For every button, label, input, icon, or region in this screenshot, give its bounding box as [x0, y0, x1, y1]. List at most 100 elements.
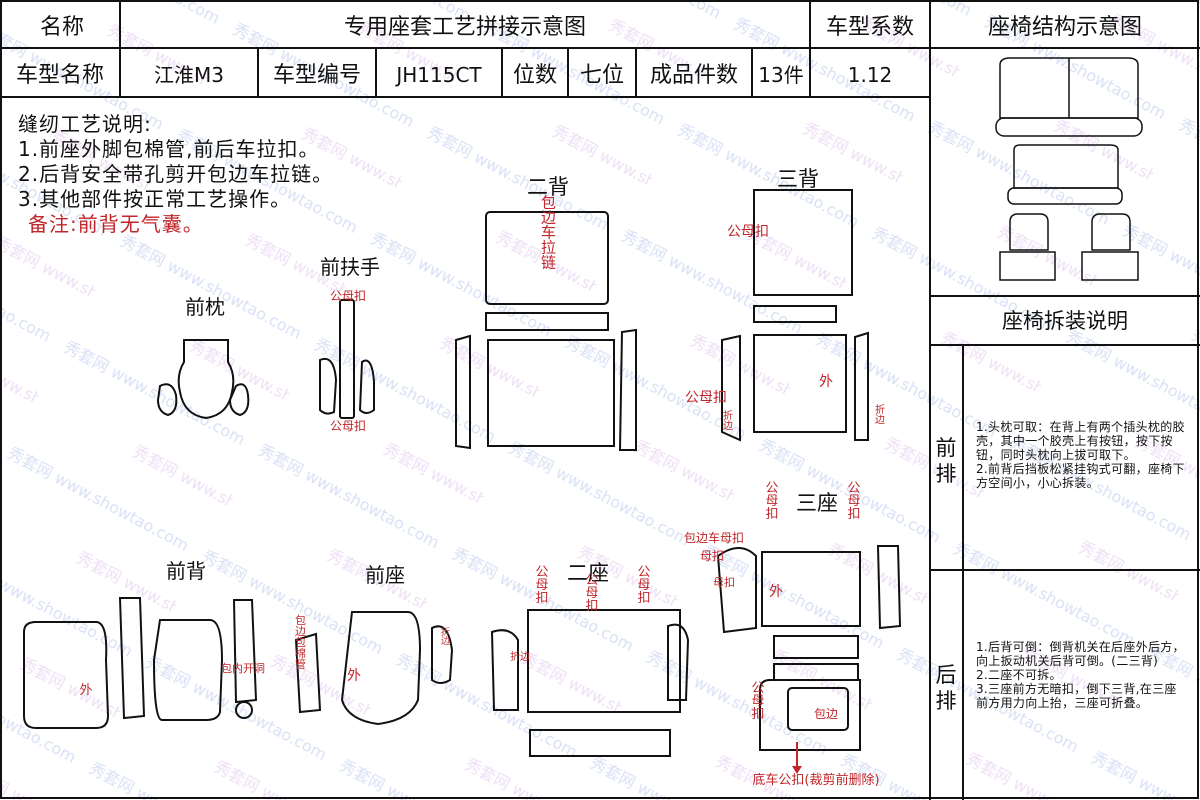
third-back-strip [753, 305, 837, 323]
annot-third-seat-binding: 包边 [814, 707, 838, 721]
front-headrest-main [177, 339, 235, 420]
part-front-seat: 前座 [365, 563, 405, 587]
front-back-side-left [118, 597, 146, 720]
front-headrest-side-left [156, 383, 178, 417]
annot-second-seat-buckle-3: 公母扣 [635, 565, 651, 604]
sewing-note-1: 1.前座外脚包棉管,前后车拉扣。 [18, 137, 320, 161]
front-armrest-strip [339, 299, 355, 419]
annot-third-seat-female-buckle-2: 母扣 [713, 575, 735, 589]
annot-second-seat-buckle-2: 公母扣 [583, 573, 599, 612]
second-seat-right [667, 623, 690, 701]
disassembly-title: 座椅拆装说明 [1002, 309, 1128, 333]
second-back-panel [485, 211, 609, 305]
annot-front-back-outer: 外 [79, 683, 92, 698]
seats-label: 位数 [513, 63, 557, 88]
rear-row-label-2: 排 [936, 689, 957, 713]
part-third-seat: 三座 [796, 491, 838, 515]
front-headrest-side-right [228, 383, 250, 417]
seats-value: 七位 [580, 63, 624, 88]
second-seat-strip [529, 729, 671, 757]
second-back-left-side [455, 334, 471, 450]
third-seat-right-piece [876, 545, 902, 630]
front-row-label-2: 排 [936, 462, 957, 486]
part-second-back: 二背 [527, 175, 569, 199]
annot-front-seat-outer: 外 [347, 668, 361, 684]
third-back-left-side [721, 334, 741, 442]
rear-row-label-1: 后 [936, 663, 957, 687]
second-seat-left [490, 629, 519, 711]
front-back-hole [235, 701, 253, 719]
third-back-right-side [854, 331, 869, 441]
front-back-outer [23, 621, 110, 729]
third-seat-left-curve [716, 547, 757, 634]
pieces-value: 13件 [758, 63, 803, 87]
front-row-instructions: 1.头枕可取：在背上有两个插头枕的胶壳，其中一个胶壳上有按钮，按下按钮，同时头枕… [976, 420, 1185, 490]
sewing-notes: 缝纫工艺说明: 1.前座外脚包棉管,前后车拉扣。 2.后背安全带孔剪开包边车拉链… [18, 112, 333, 237]
pieces-label: 成品件数 [650, 63, 738, 88]
seat-structure-sketch [995, 57, 1143, 281]
annot-third-seat-female-buckle-1: 母扣 [700, 549, 724, 563]
third-seat-panel [761, 551, 861, 627]
part-front-back: 前背 [166, 559, 206, 583]
sewing-note-3: 3.其他部件按正常工艺操作。 [18, 187, 292, 211]
sewing-note-remark: 备注:前背无气囊。 [28, 212, 204, 236]
part-front-armrest: 前扶手 [320, 255, 380, 279]
annot-third-back-outer: 外 [819, 374, 833, 390]
annot-front-seat-binding: 包边包棉管 [294, 614, 307, 670]
part-second-seat: 二座 [567, 561, 609, 585]
annot-third-back-buckle: 公母扣 [727, 224, 769, 240]
annot-second-back-zipper: 包边车拉链 [539, 195, 557, 270]
third-seat-inner [787, 687, 849, 731]
second-back-strip [485, 312, 609, 331]
front-back-side-right [232, 599, 258, 704]
annot-bottom-buckle: 底车公扣(裁剪前删除) [752, 772, 879, 788]
annot-third-back-side-buckle: 公母扣 [685, 390, 727, 406]
front-armrest-right [358, 359, 375, 414]
sewing-note-2: 2.后背安全带孔剪开包边车拉链。 [18, 162, 334, 186]
model-code: JH115CT [394, 63, 482, 87]
third-back-main [753, 334, 847, 433]
annot-armrest-top-buckle: 公母扣 [330, 289, 366, 303]
doc-title: 专用座套工艺拼接示意图 [344, 15, 586, 40]
annot-second-seat-buckle-1: 公母扣 [533, 565, 549, 604]
annot-third-back-fold-left: 折边 [721, 409, 733, 431]
bottom-buckle-arrow [792, 742, 802, 774]
front-armrest-left [319, 358, 338, 415]
annot-third-seat-buckle-left: 公母扣 [763, 481, 779, 520]
model-name-label: 车型名称 [16, 63, 104, 88]
annot-third-seat-outer: 外 [769, 584, 783, 600]
annot-third-back-fold-right: 折边 [873, 403, 885, 425]
third-back-panel [753, 189, 853, 296]
structure-title: 座椅结构示意图 [988, 15, 1142, 40]
name-label: 名称 [40, 15, 84, 40]
pattern-pieces [23, 189, 902, 757]
annot-armrest-bottom-buckle: 公母扣 [330, 419, 366, 433]
rear-row-instructions: 1.后背可倒：倒背机关在后座外后方，向上扳动机关后背可倒。(二三背) 2.二座不… [976, 640, 1185, 710]
second-back-main [487, 339, 615, 447]
front-back-center [152, 619, 224, 721]
third-seat-strip-1 [773, 635, 859, 659]
front-seat-right [431, 625, 454, 684]
second-seat-main [527, 609, 681, 713]
front-seat-main [340, 611, 422, 726]
third-seat-bottom [759, 679, 861, 751]
model-code-label: 车型编号 [273, 63, 361, 88]
sewing-notes-title: 缝纫工艺说明: [18, 112, 152, 136]
coef-value: 1.12 [848, 63, 893, 87]
annot-second-seat-fold: 折边 [510, 650, 530, 663]
part-front-headrest: 前枕 [185, 295, 225, 319]
model-name: 江淮M3 [154, 63, 224, 87]
annot-front-seat-fold: 折边 [439, 626, 450, 646]
front-seat-left [294, 632, 322, 714]
annot-third-seat-binding-buckle: 包边车母扣 [684, 530, 744, 545]
annot-third-seat-buckle-right: 公母扣 [845, 481, 861, 520]
annot-third-seat-bottom-buckle: 公母扣 [749, 681, 765, 720]
coef-label: 车型系数 [826, 15, 914, 40]
front-row-label-1: 前 [936, 436, 957, 460]
part-third-back: 三背 [777, 167, 819, 191]
second-back-right-side [618, 328, 637, 451]
